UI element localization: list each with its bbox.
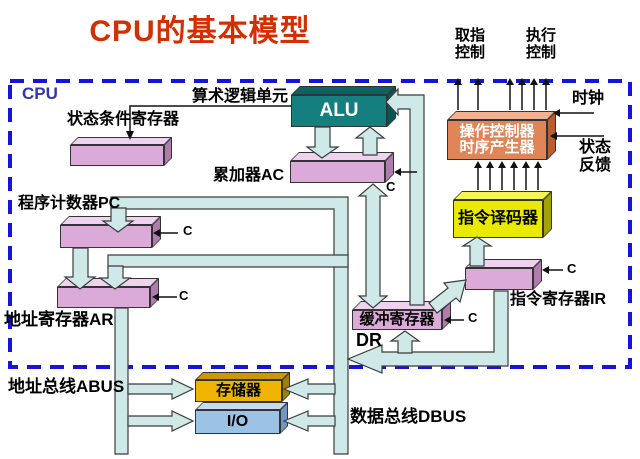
box-top-face: [291, 86, 396, 95]
arrow-abus-to-memory: [127, 378, 195, 400]
instruction-decoder-box: 指令译码器: [453, 191, 552, 238]
box-front-face: 指令译码器: [453, 200, 543, 238]
program-counter-box: [60, 216, 161, 248]
arrow-abus-to-io: [127, 410, 195, 432]
box-top-face: [290, 152, 394, 161]
box-top-face: [465, 259, 542, 268]
address-register-box: [57, 278, 159, 308]
memory-label: 存储器: [215, 381, 261, 399]
instruction-decoder-label: 指令译码器: [457, 210, 538, 228]
controller-label-line1: 操作控制器: [459, 122, 535, 140]
box-front-face: I/O: [195, 410, 280, 434]
c-label-ir: C: [567, 261, 577, 276]
c-label-ar: C: [179, 288, 189, 303]
arrow-ac-to-alu: [354, 126, 386, 156]
buffer-register-box: 缓冲寄存器: [352, 301, 451, 330]
box-front-face: ALU: [291, 95, 387, 127]
box-side-face: [387, 86, 396, 127]
box-top-face: [195, 372, 290, 380]
box-top-face: [352, 301, 451, 310]
lines-controller-out: [457, 84, 547, 110]
status-register-box: [70, 137, 172, 166]
cpu-region-label: CPU: [22, 84, 58, 103]
memory-box: 存储器: [195, 372, 290, 402]
fetch-control-label: 取指控制: [454, 27, 485, 61]
c-label-pc: C: [183, 223, 193, 238]
program-counter-label: 程序计数器PC: [18, 195, 121, 212]
data-bus-label: 数据总线DBUS: [350, 407, 467, 426]
exec-control-label: 执行控制: [525, 27, 556, 61]
alu-box: ALU: [291, 86, 396, 127]
address-register-label: 地址寄存器AR: [4, 310, 114, 329]
arrow-dbus-to-io: [282, 410, 336, 432]
buffer-register-label: 缓冲寄存器: [359, 310, 435, 328]
box-front-face: [290, 161, 385, 183]
c-label-ac: C: [386, 179, 396, 194]
c-label-dr: C: [468, 310, 478, 325]
box-front-face: [70, 145, 164, 166]
clock-label: 时钟: [572, 90, 605, 107]
alu-label: ALU: [319, 99, 359, 121]
accumulator-box: [290, 152, 394, 183]
box-front-face: [465, 268, 533, 290]
box-top-face: [70, 137, 172, 145]
page-title: CPU的基本模型: [89, 15, 311, 48]
box-top-face: [447, 111, 556, 120]
bus-horizontal-to-ar: [107, 254, 349, 268]
buffer-register-abbr: DR: [356, 330, 382, 350]
box-side-face: [543, 191, 552, 238]
arrow-dbus-to-memory: [282, 378, 336, 400]
box-front-face: 存储器: [195, 380, 282, 402]
box-front-face: [60, 225, 152, 248]
status-feedback-label: 状态反馈: [578, 139, 611, 174]
io-label: I/O: [226, 413, 249, 431]
io-box: I/O: [195, 402, 288, 434]
operation-controller-box: 操作控制器 时序产生器: [447, 111, 556, 160]
box-front-face: [57, 287, 150, 308]
accumulator-label: 累加器AC: [213, 167, 285, 184]
arrow-ac-dr-bidirectional: [357, 183, 389, 309]
lines-decoder-to-controller: [477, 167, 539, 190]
instruction-register-box: [465, 259, 542, 290]
arrow-dbus-to-dr: [389, 330, 421, 354]
box-front-face: 缓冲寄存器: [352, 310, 442, 330]
instruction-register-label: 指令寄存器IR: [510, 291, 607, 308]
box-top-face: [57, 278, 159, 287]
box-top-face: [60, 216, 161, 225]
controller-label-line2: 时序产生器: [459, 139, 535, 156]
box-side-face: [547, 111, 556, 160]
box-top-face: [453, 191, 552, 200]
address-bus-label: 地址总线ABUS: [8, 377, 125, 396]
alu-unit-label: 算术逻辑单元: [192, 88, 289, 105]
box-front-face: 操作控制器 时序产生器: [447, 120, 547, 160]
box-top-face: [195, 402, 288, 410]
status-register-label: 状态条件寄存器: [67, 111, 180, 128]
